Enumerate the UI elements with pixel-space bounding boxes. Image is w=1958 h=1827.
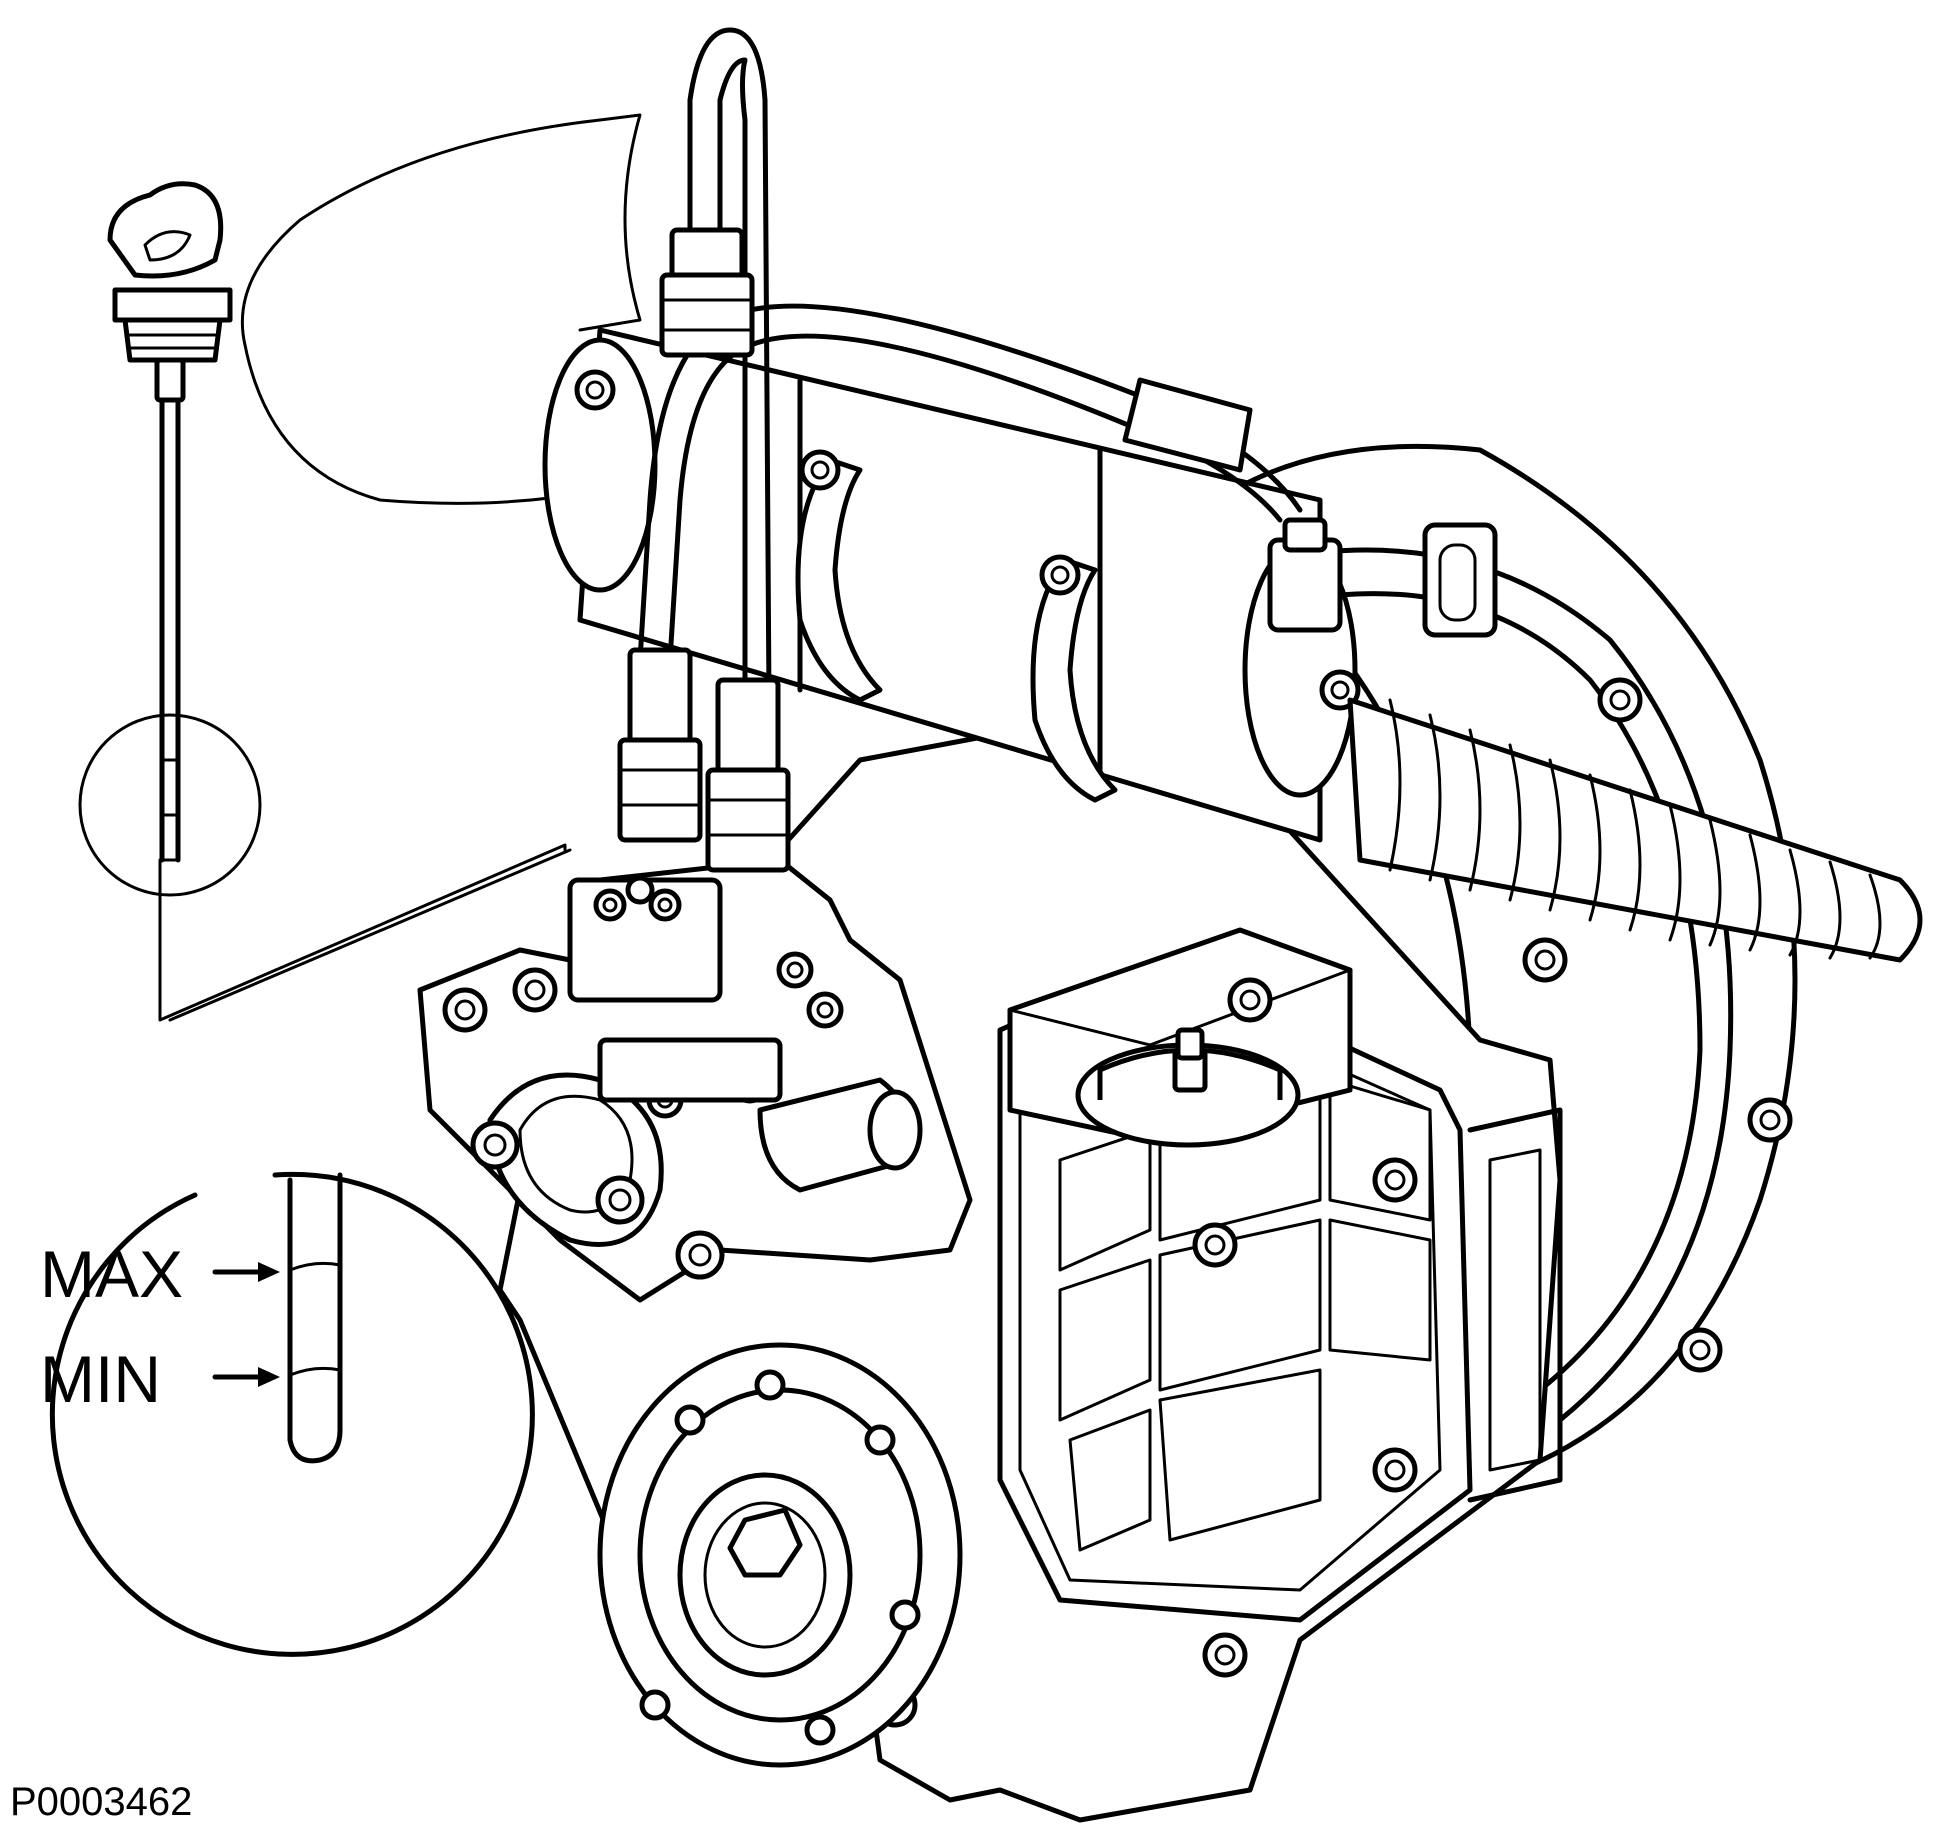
flywheel-housing <box>1187 443 1798 1483</box>
max-arrowhead <box>258 1262 280 1282</box>
flange-bolts <box>1522 677 1793 1373</box>
callout-leader <box>158 843 567 1022</box>
corrugated-hose <box>1347 697 1923 963</box>
dipstick-magnified-view <box>49 1171 535 1657</box>
valve-block <box>417 857 973 1303</box>
dipstick-detail-circle <box>78 713 262 897</box>
output-flange <box>597 1342 963 1768</box>
callout-outline-lower <box>243 343 602 505</box>
hydraulic-pipes <box>617 27 1303 873</box>
figure-id: P0003462 <box>10 1780 192 1824</box>
max-label: MAX <box>40 1237 183 1311</box>
min-arrowhead <box>258 1367 280 1387</box>
min-label: MIN <box>40 1342 161 1416</box>
callout-outline <box>240 113 642 347</box>
dipstick <box>78 181 262 897</box>
